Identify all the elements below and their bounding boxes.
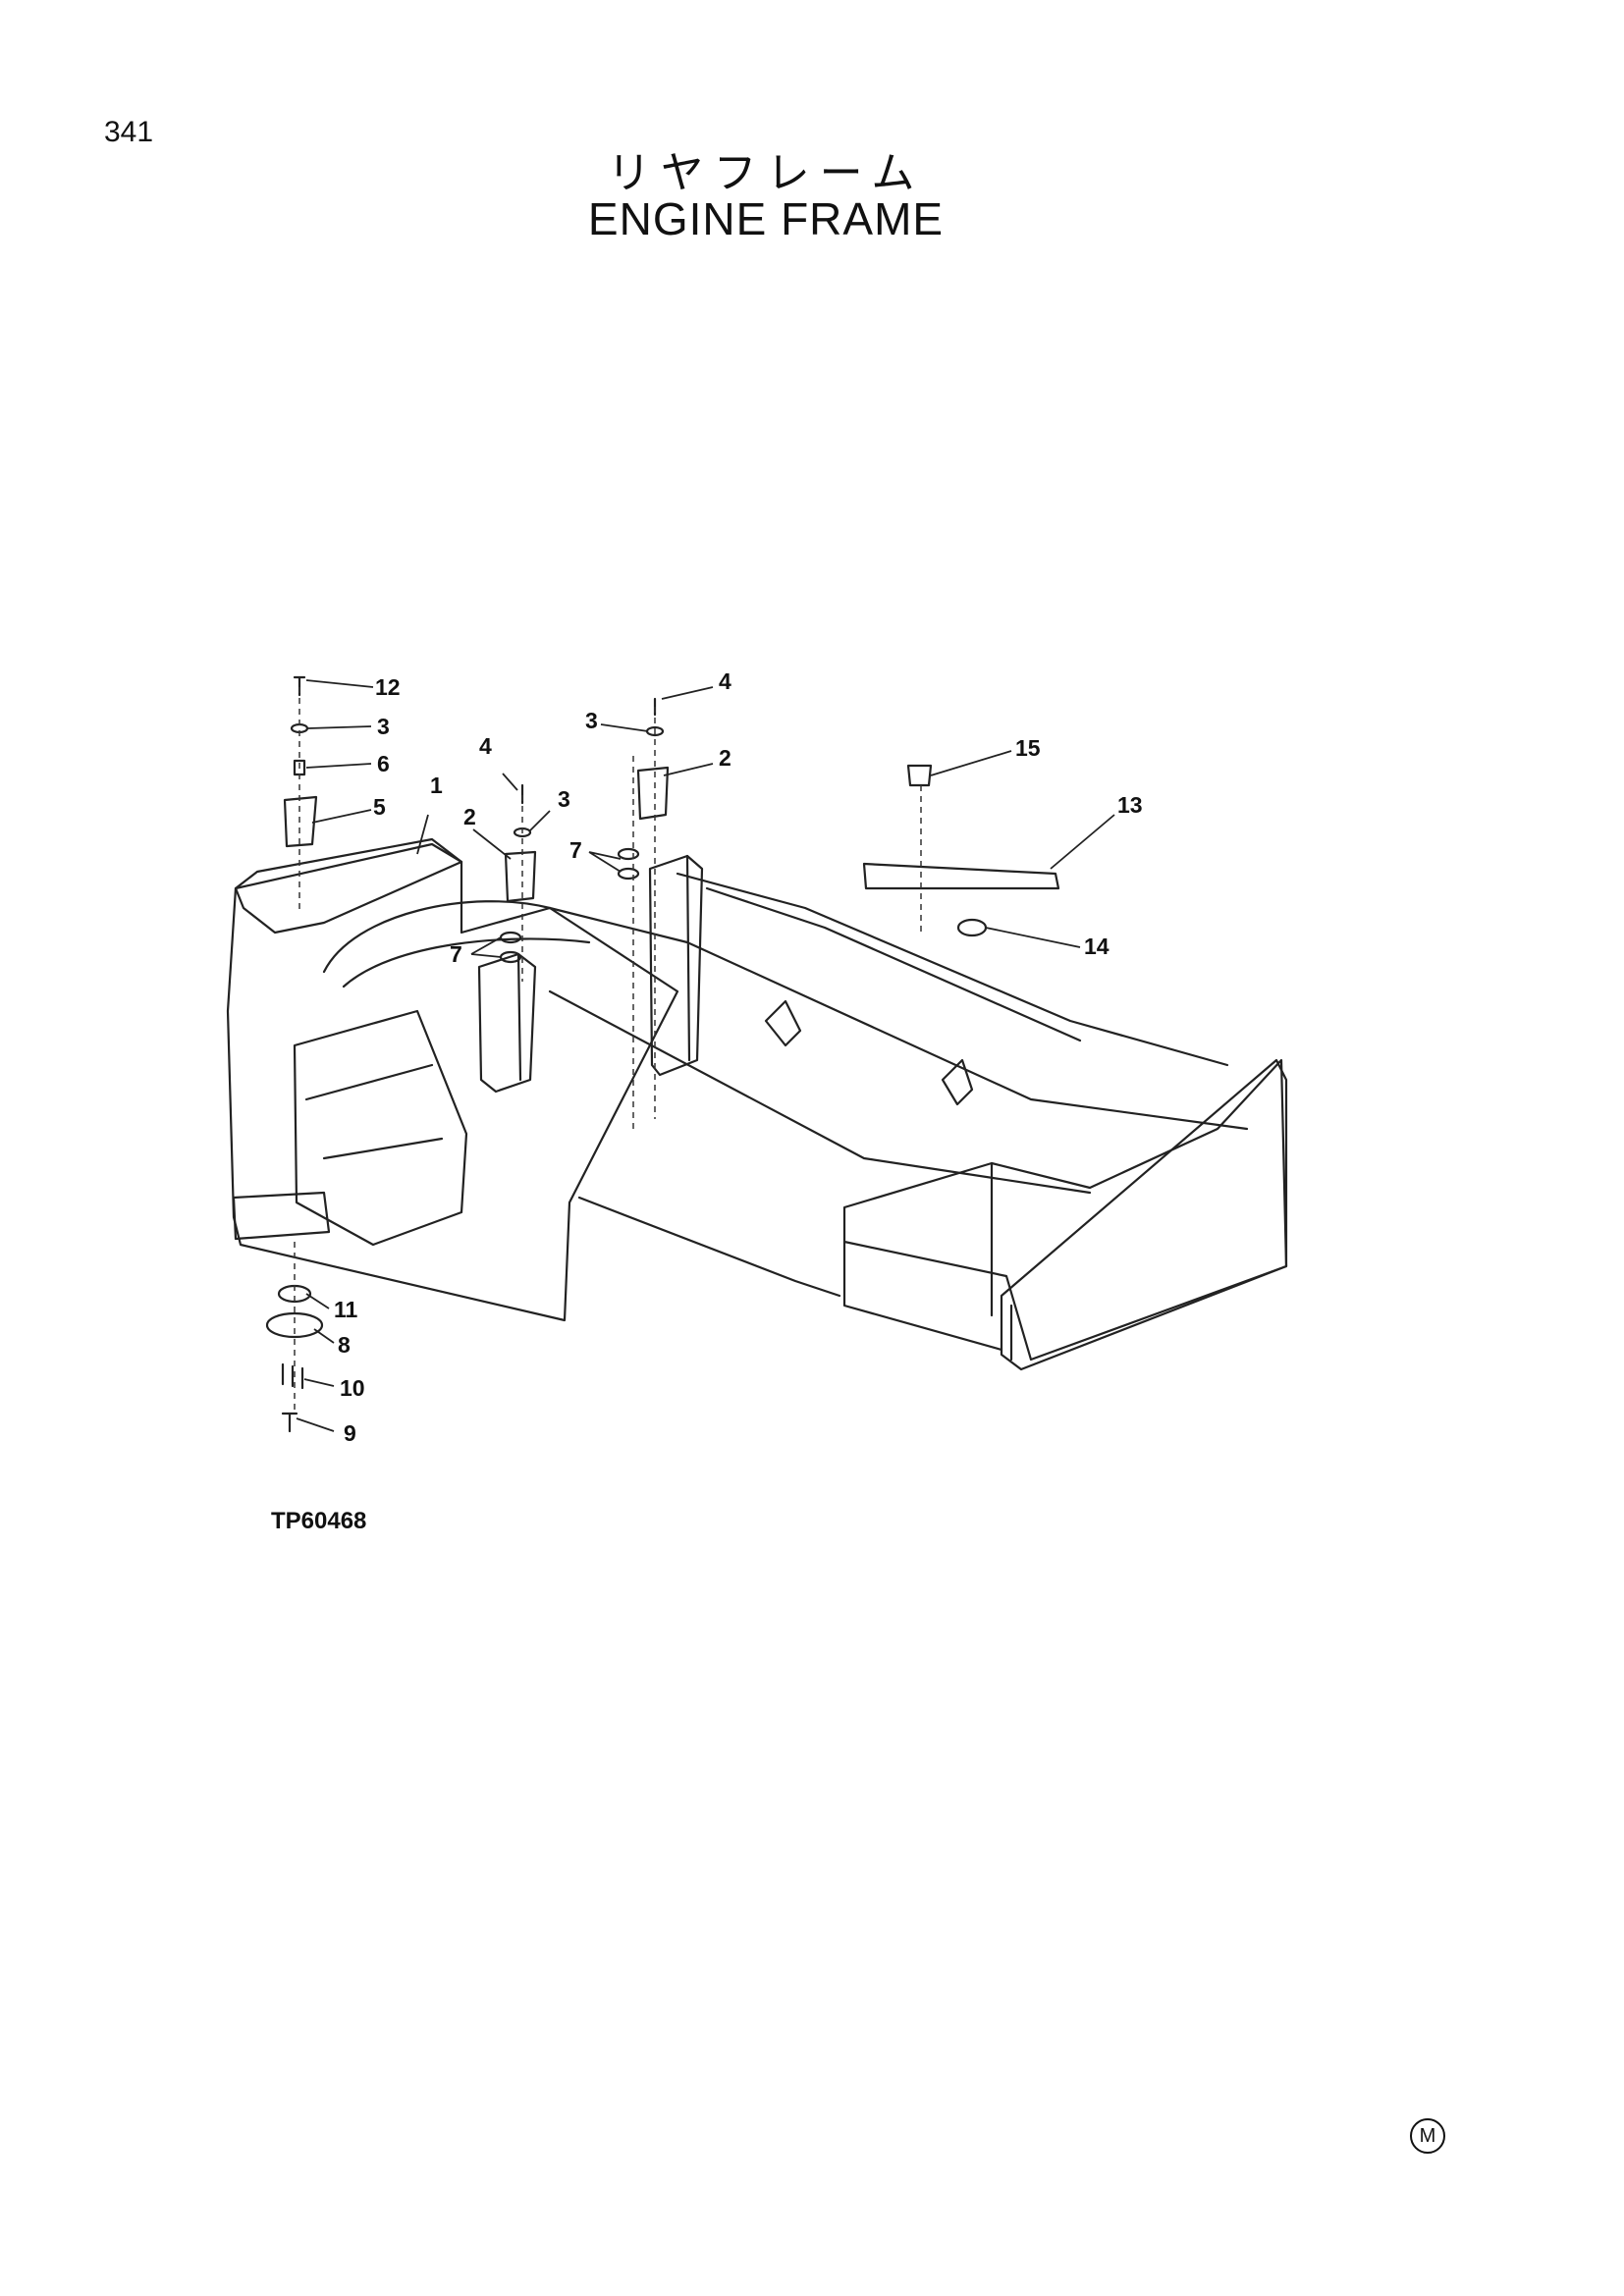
callout-3: 3 <box>558 786 570 812</box>
callout-1: 1 <box>430 773 443 798</box>
callout-4: 4 <box>719 668 731 694</box>
leader-line <box>529 810 551 831</box>
frame-top-deck <box>234 837 463 934</box>
frame-inner-curve <box>322 900 552 974</box>
leader-line <box>416 814 429 855</box>
callout-11: 11 <box>334 1297 358 1322</box>
leader-line <box>311 809 372 824</box>
bolt-9 <box>281 1412 298 1433</box>
callout-9: 9 <box>344 1420 356 1446</box>
callout-2: 2 <box>463 804 476 829</box>
callout-14: 14 <box>1084 934 1110 959</box>
frame-side-opening <box>293 1009 468 1247</box>
frame-bracket <box>764 999 802 1047</box>
frame-rear-box <box>842 1058 1288 1362</box>
frame-left-column <box>477 952 537 1094</box>
leader-line <box>305 1293 330 1309</box>
nut-14 <box>956 918 988 937</box>
pin-2 <box>636 766 670 821</box>
counterweight-slab <box>1000 1058 1288 1371</box>
leader-line <box>502 773 518 791</box>
callout-7: 7 <box>569 837 582 863</box>
leader-line <box>470 936 502 958</box>
page-title-japanese: リヤフレーム <box>607 148 925 198</box>
page-number: 341 <box>104 116 154 148</box>
leader-line <box>661 686 714 700</box>
callout-6: 6 <box>377 751 390 776</box>
leader-line <box>930 750 1012 776</box>
bolt-10 <box>281 1362 304 1390</box>
drawing-code: TP60468 <box>271 1508 367 1534</box>
callout-13: 13 <box>1117 792 1143 818</box>
callout-15: 15 <box>1015 735 1041 761</box>
leader-line <box>296 1417 335 1432</box>
callout-5: 5 <box>373 794 386 820</box>
mount-plate <box>265 1311 324 1339</box>
washer-7 <box>617 847 640 861</box>
frame-right-beam <box>676 872 1229 1067</box>
page-title: ENGINE FRAME <box>587 193 945 244</box>
leader-line <box>588 851 622 873</box>
frame-center-column <box>648 854 704 1077</box>
leader-line <box>305 679 374 688</box>
leader-line <box>472 828 512 860</box>
washer-7 <box>617 867 640 881</box>
callout-2: 2 <box>719 745 731 771</box>
callout-10: 10 <box>340 1375 365 1401</box>
leader-line <box>307 725 372 729</box>
callout-8: 8 <box>338 1332 351 1358</box>
callout-3: 3 <box>585 708 598 733</box>
leader-line <box>1050 814 1115 870</box>
leader-line <box>663 763 714 776</box>
frame-foot-plate <box>232 1191 331 1241</box>
pin-5 <box>283 795 318 848</box>
pin-2 <box>504 850 537 903</box>
bolt-15 <box>906 764 933 787</box>
leader-line <box>305 763 372 769</box>
frame-left-beam <box>548 906 1249 1131</box>
leader-line <box>313 1328 335 1344</box>
callout-7: 7 <box>450 941 462 967</box>
callout-3: 3 <box>377 714 390 739</box>
washer-7 <box>499 931 522 944</box>
circled-m-mark: M <box>1410 2118 1445 2154</box>
leader-line <box>985 927 1081 948</box>
frame-bracket <box>941 1058 974 1106</box>
leader-line <box>600 723 649 732</box>
leader-line <box>303 1378 335 1387</box>
link-13 <box>862 862 1060 890</box>
callout-12: 12 <box>375 674 401 700</box>
callout-4: 4 <box>479 733 492 759</box>
